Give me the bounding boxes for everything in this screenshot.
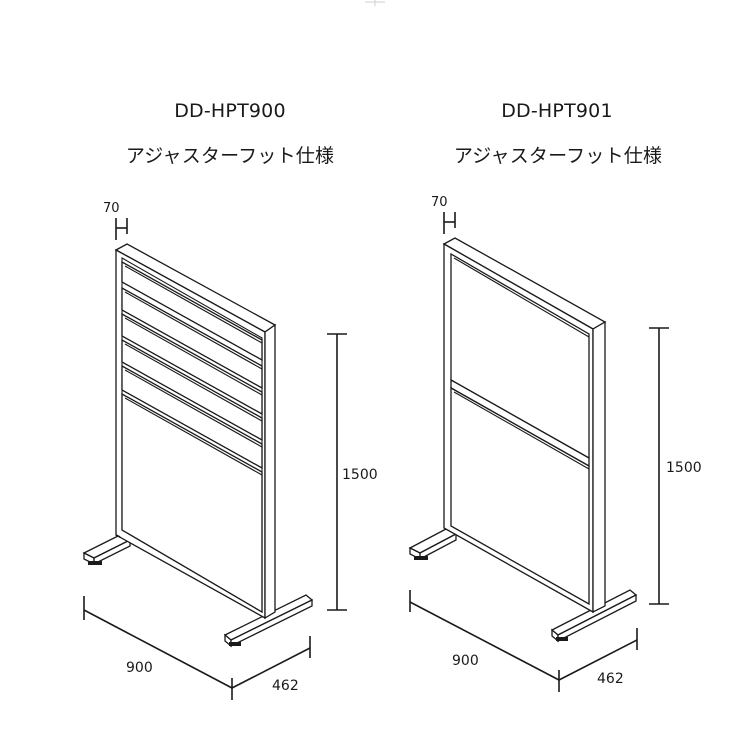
frame-side-left <box>264 323 276 620</box>
dim-height-right: 1500 <box>649 327 702 605</box>
lower-panel-right <box>450 386 590 606</box>
product-spec-left: アジャスターフット仕様 <box>125 145 335 167</box>
foot-left-front <box>223 594 314 648</box>
dim-frame-left: 70 <box>103 201 128 240</box>
dim-height-left: 1500 <box>327 333 378 611</box>
dim-base-left: 900 462 <box>83 596 311 700</box>
lower-panel-left <box>121 392 263 614</box>
partition-left <box>82 243 314 648</box>
registration-mark <box>365 0 385 6</box>
louver-slats <box>121 260 263 470</box>
foot-right-back <box>408 528 458 561</box>
foot-right-front <box>550 589 638 643</box>
product-model-right: DD-HPT901 <box>501 100 613 122</box>
dim-frame-right-label: 70 <box>431 195 448 210</box>
dim-height-left-label: 1500 <box>342 467 378 483</box>
product-spec-right: アジャスターフット仕様 <box>453 145 663 167</box>
frame-side-right <box>592 320 606 614</box>
dim-width-right-label: 900 <box>452 653 479 669</box>
dim-frame-right: 70 <box>431 195 456 234</box>
dim-width-left-label: 900 <box>126 660 153 676</box>
dim-depth-right-label: 462 <box>597 671 624 687</box>
dim-height-right-label: 1500 <box>666 460 702 476</box>
partition-right <box>408 237 638 643</box>
dim-depth-left-label: 462 <box>272 678 299 694</box>
product-model-left: DD-HPT900 <box>174 100 286 122</box>
dim-frame-left-label: 70 <box>103 201 120 216</box>
dim-base-right: 900 462 <box>409 590 638 692</box>
